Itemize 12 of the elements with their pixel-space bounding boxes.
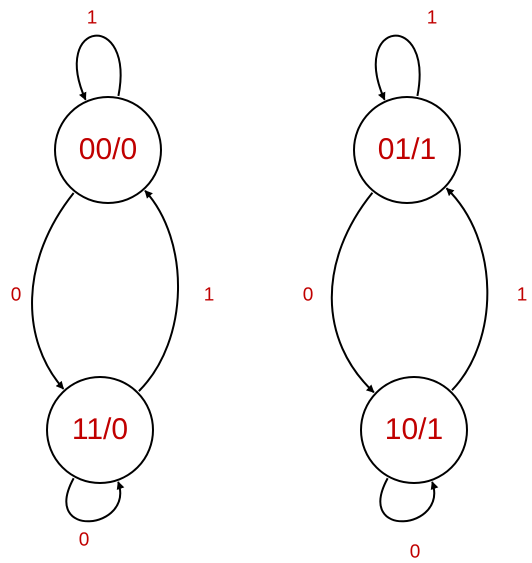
state-label: 10/1	[384, 413, 444, 447]
state-label: 01/1	[378, 133, 436, 167]
state-label: 11/0	[72, 413, 128, 447]
transition-arrow	[76, 34, 122, 101]
transition-arrow	[31, 192, 74, 390]
transition-arrow	[446, 188, 488, 391]
transition-arrow	[66, 478, 124, 522]
transition-arrow	[138, 190, 179, 392]
transition-arrow	[380, 478, 438, 522]
transition-arrow	[374, 34, 421, 101]
state-label: 00/0	[78, 133, 138, 167]
transition-arrow	[330, 192, 375, 394]
